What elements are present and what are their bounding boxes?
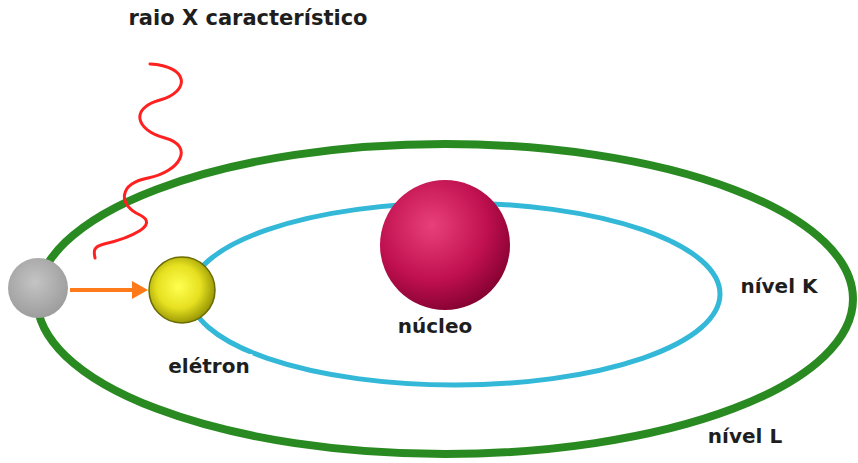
k-electron: [149, 257, 215, 323]
transition-arrow: [70, 288, 134, 292]
nucleus-label: núcleo: [395, 314, 476, 338]
electron-label: elétron: [165, 354, 252, 378]
transition-arrowhead: [132, 281, 148, 299]
nucleus: [380, 180, 510, 310]
level-l-orbit: [37, 144, 853, 454]
l-electron: [8, 258, 68, 318]
level-label: nível K: [737, 274, 820, 298]
xray-wave: [94, 64, 181, 258]
level-label: nível L: [705, 424, 785, 448]
xray-label: raio X característico: [125, 6, 370, 31]
